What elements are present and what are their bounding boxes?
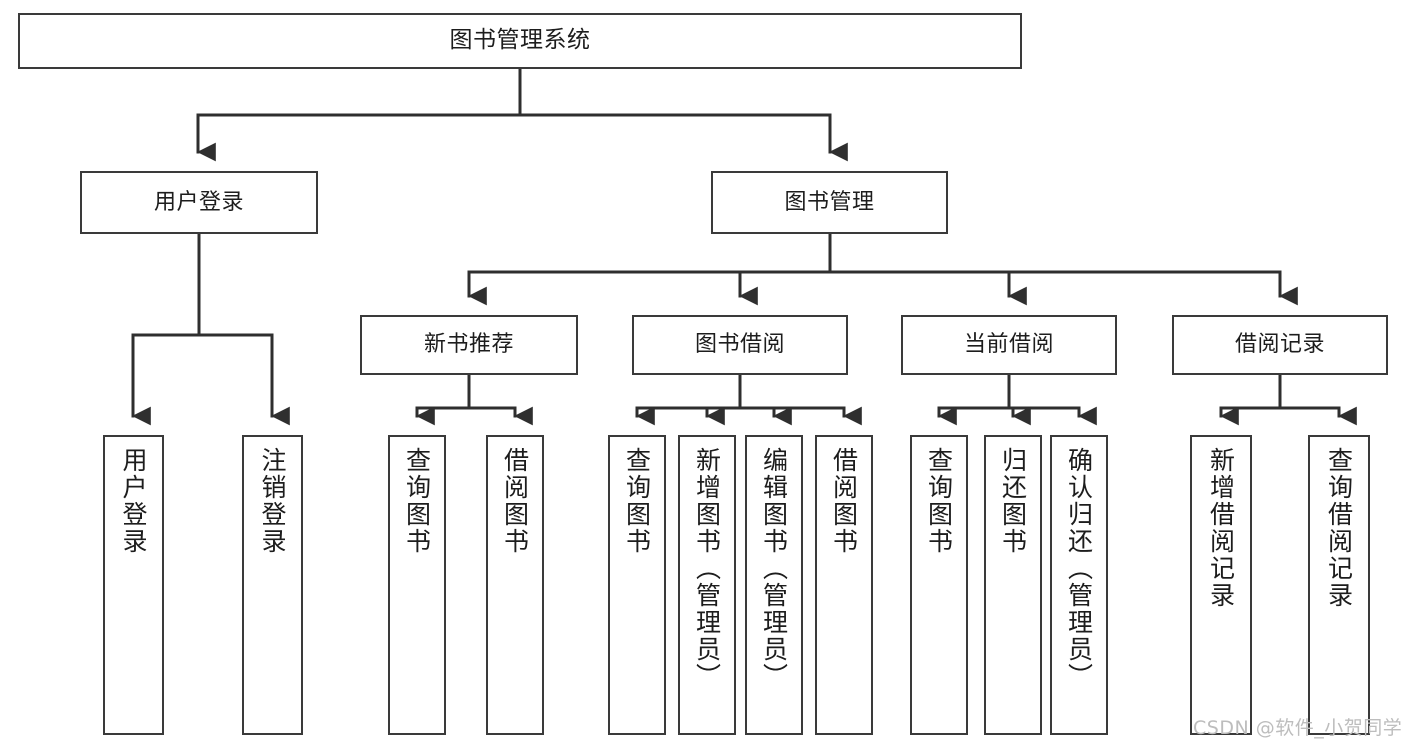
- node-new-book-rec[interactable]: 新书推荐: [360, 315, 578, 375]
- node-current-borrow-label: 当前借阅: [963, 332, 1054, 358]
- node-leaf-add-book-label: 新增图书（管理员）: [692, 447, 722, 690]
- node-borrow-record[interactable]: 借阅记录: [1172, 315, 1388, 375]
- node-leaf-query-book-rec-label: 查询图书: [402, 447, 432, 555]
- node-book-manage-label: 图书管理: [784, 189, 875, 215]
- node-leaf-user-login[interactable]: 用户登录: [103, 435, 164, 735]
- node-leaf-logout[interactable]: 注销登录: [242, 435, 303, 735]
- node-leaf-edit-book[interactable]: 编辑图书（管理员）: [745, 435, 803, 735]
- node-leaf-query-book-cb-label: 查询图书: [924, 447, 954, 555]
- node-leaf-query-book-cb[interactable]: 查询图书: [910, 435, 968, 735]
- node-book-borrow-label: 图书借阅: [694, 332, 785, 358]
- node-new-book-rec-label: 新书推荐: [423, 332, 514, 358]
- node-leaf-add-record[interactable]: 新增借阅记录: [1190, 435, 1252, 735]
- node-leaf-borrow-book-rec[interactable]: 借阅图书: [486, 435, 544, 735]
- node-leaf-borrow-book-bb-label: 借阅图书: [829, 447, 859, 555]
- node-leaf-user-login-label: 用户登录: [119, 447, 148, 555]
- node-book-manage[interactable]: 图书管理: [711, 171, 948, 234]
- node-leaf-logout-label: 注销登录: [258, 447, 287, 555]
- node-leaf-borrow-book-rec-label: 借阅图书: [500, 447, 530, 555]
- node-book-borrow[interactable]: 图书借阅: [632, 315, 848, 375]
- node-leaf-borrow-book-bb[interactable]: 借阅图书: [815, 435, 873, 735]
- node-leaf-query-book-bb-label: 查询图书: [622, 447, 652, 555]
- node-leaf-confirm-return-label: 确认归还（管理员）: [1064, 447, 1094, 690]
- node-user-login[interactable]: 用户登录: [80, 171, 318, 234]
- node-root[interactable]: 图书管理系统: [18, 13, 1022, 69]
- node-leaf-return-book[interactable]: 归还图书: [984, 435, 1042, 735]
- node-leaf-confirm-return[interactable]: 确认归还（管理员）: [1050, 435, 1108, 735]
- node-user-login-label: 用户登录: [153, 189, 244, 215]
- node-leaf-query-record[interactable]: 查询借阅记录: [1308, 435, 1370, 735]
- node-root-label: 图书管理系统: [449, 27, 591, 54]
- node-leaf-edit-book-label: 编辑图书（管理员）: [759, 447, 789, 690]
- node-leaf-add-record-label: 新增借阅记录: [1206, 447, 1236, 609]
- node-leaf-query-book-bb[interactable]: 查询图书: [608, 435, 666, 735]
- node-leaf-return-book-label: 归还图书: [998, 447, 1028, 555]
- node-leaf-query-book-rec[interactable]: 查询图书: [388, 435, 446, 735]
- node-current-borrow[interactable]: 当前借阅: [901, 315, 1117, 375]
- node-leaf-query-record-label: 查询借阅记录: [1324, 447, 1354, 609]
- csdn-watermark: CSDN @软件_小贺同学: [1193, 717, 1403, 739]
- node-borrow-record-label: 借阅记录: [1234, 332, 1325, 358]
- node-leaf-add-book[interactable]: 新增图书（管理员）: [678, 435, 736, 735]
